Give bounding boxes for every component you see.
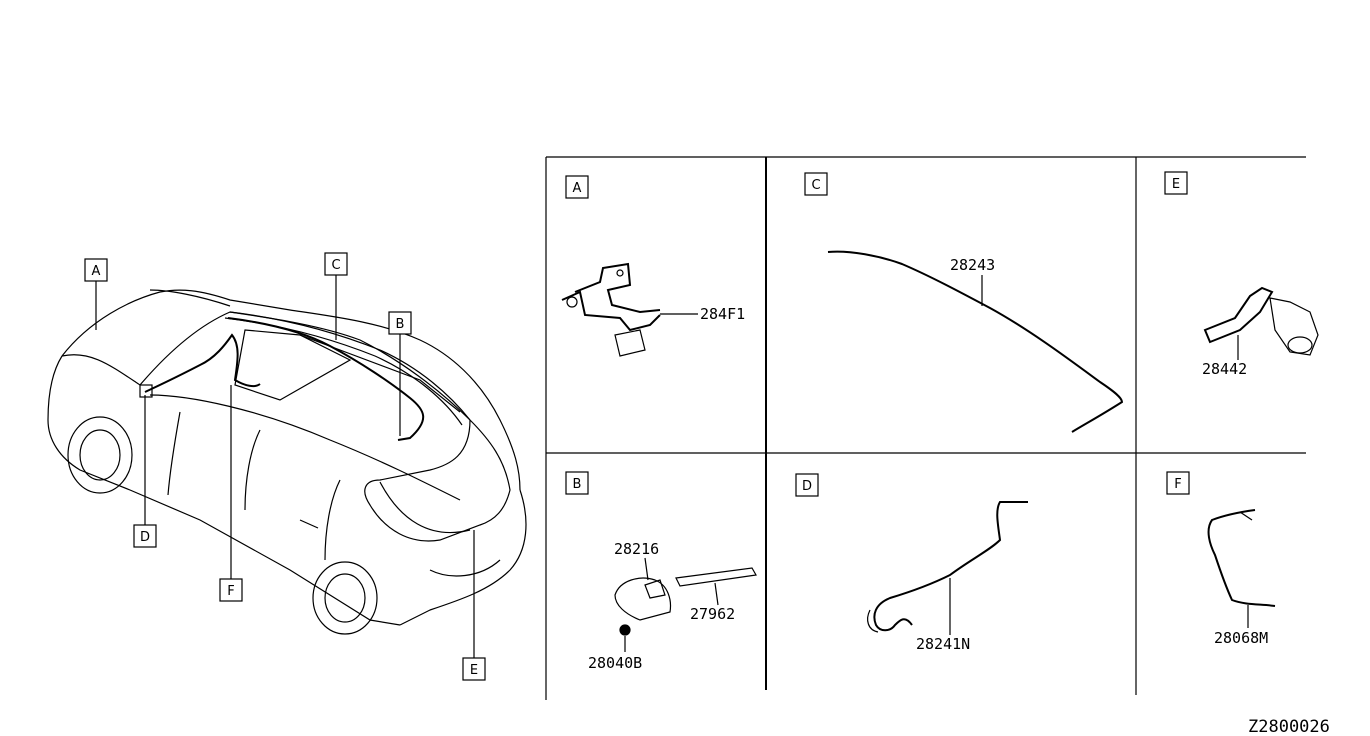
callout-d-label: D — [140, 530, 150, 545]
panel-d: D 28241N — [795, 473, 1028, 653]
panel-grid — [545, 156, 1306, 700]
part-28243-label: 28243 — [950, 256, 995, 274]
antenna-base-part-28216 — [614, 577, 672, 621]
panel-e: E 28442 — [1164, 171, 1319, 378]
panel-b: B 28216 27962 28040B — [565, 471, 757, 672]
diagram-code: Z2800026 — [1248, 717, 1330, 736]
panel-d-letter: D — [802, 479, 812, 494]
nut-part-28040b — [619, 624, 631, 636]
bracket-part-284f1 — [561, 262, 661, 357]
panel-e-letter: E — [1172, 177, 1180, 192]
harness-part-28068m — [1207, 509, 1276, 607]
part-284f1-label: 284F1 — [700, 305, 745, 323]
car-callouts: A C B D F E — [84, 252, 486, 681]
panel-c-letter: C — [811, 178, 820, 193]
part-28040b-label: 28040B — [588, 654, 642, 672]
callout-c-label: C — [331, 258, 340, 273]
connector-part-28442 — [1203, 286, 1319, 356]
harness-part-28243 — [827, 250, 1124, 433]
panel-f: F 28068M — [1166, 471, 1276, 647]
part-28068m-label: 28068M — [1214, 629, 1268, 647]
part-28241n-label: 28241N — [916, 635, 970, 653]
car-illustration — [47, 289, 527, 635]
panel-a: A 284F1 — [561, 175, 745, 357]
callout-e-label: E — [470, 663, 478, 678]
callout-f-label: F — [227, 584, 234, 599]
part-28442-label: 28442 — [1202, 360, 1247, 378]
panel-f-letter: F — [1174, 477, 1181, 492]
callout-a-label: A — [92, 264, 101, 279]
part-28216-label: 28216 — [614, 540, 659, 558]
panel-a-letter: A — [573, 181, 582, 196]
callout-b-label: B — [396, 317, 405, 332]
harness-part-28241n — [873, 501, 1028, 632]
panel-b-letter: B — [573, 477, 582, 492]
antenna-rod-part-27962 — [675, 567, 757, 587]
part-27962-label: 27962 — [690, 605, 735, 623]
panel-c: C 28243 — [804, 172, 1124, 433]
